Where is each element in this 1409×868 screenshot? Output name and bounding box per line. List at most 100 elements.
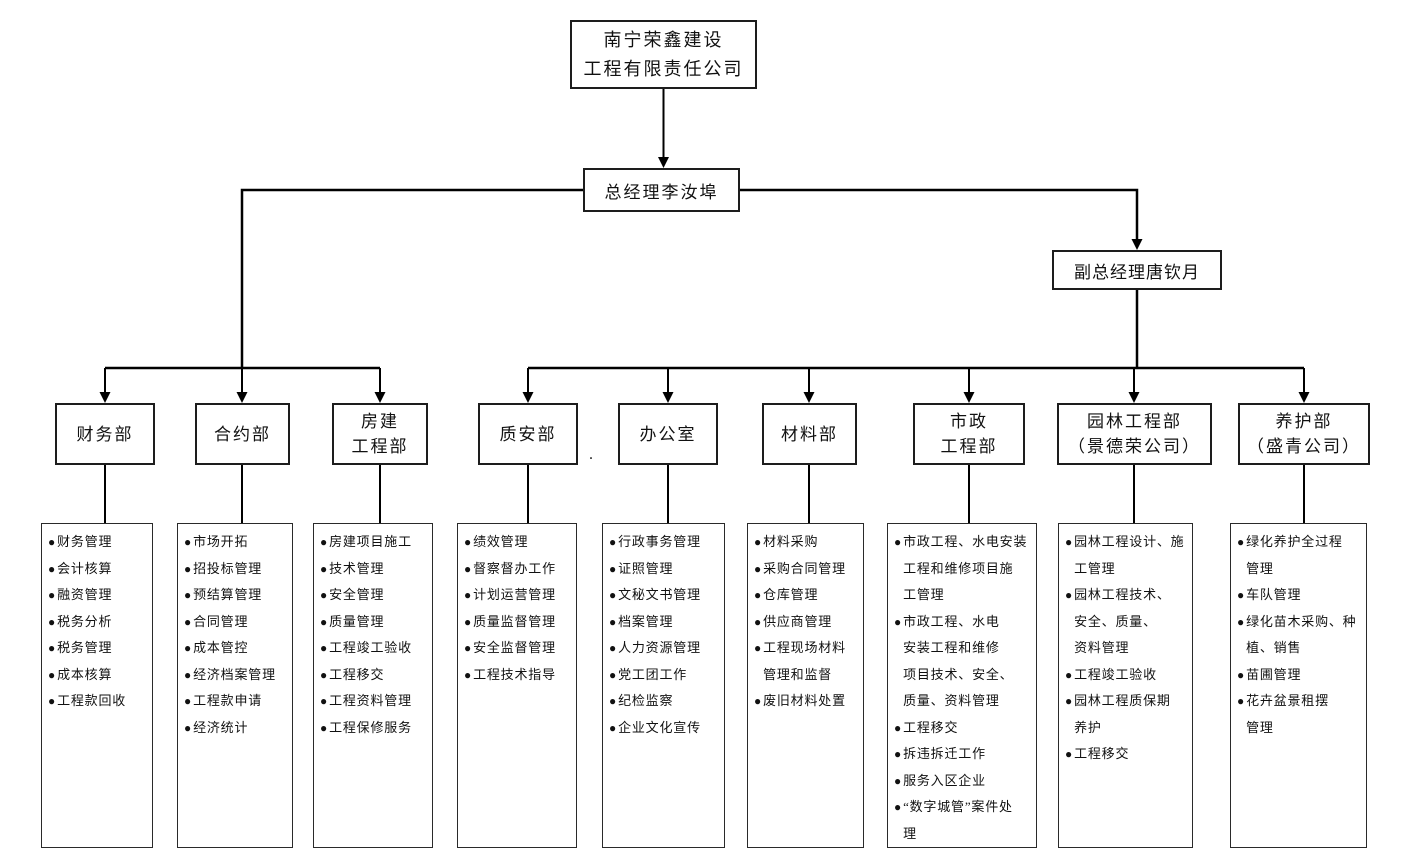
- bullet-icon: ●: [1065, 535, 1074, 549]
- bullet-icon: ●: [609, 667, 618, 682]
- bullet-icon: ●: [464, 535, 473, 549]
- duty-item: ●税务分析: [48, 609, 150, 636]
- bullet-icon: ●: [184, 667, 193, 682]
- bullet-icon: ●: [184, 720, 193, 735]
- bullet-icon: ●: [1065, 588, 1074, 602]
- bullet-icon: ●: [754, 535, 763, 549]
- duty-text: 工程竣工验收: [329, 640, 412, 655]
- duty-text: 安全管理: [329, 587, 385, 602]
- duty-item: ●财务管理: [48, 529, 150, 556]
- bullet-icon: ●: [1237, 588, 1246, 602]
- duty-item: ●供应商管理: [754, 609, 861, 636]
- duty-item: ●招投标管理: [184, 556, 290, 583]
- stray-period-mark: .: [589, 446, 593, 463]
- duty-text: 绿化养护全过程 管理: [1246, 534, 1343, 576]
- dept-duties-box-2: ●市场开拓●招投标管理●预结算管理●合同管理●成本管控●经济档案管理●工程款申请…: [177, 523, 293, 848]
- duty-item: ●车队管理: [1237, 582, 1364, 609]
- bullet-icon: ●: [320, 720, 329, 735]
- bullet-icon: ●: [48, 588, 57, 602]
- duty-text: 质量管理: [329, 613, 385, 629]
- duty-item: ●市政工程、水电 安装工程和维修 项目技术、安全、 质量、资料管理: [894, 609, 1034, 715]
- duty-item: ●工程现场材料 管理和监督: [754, 635, 861, 688]
- duty-item: ●绿化养护全过程 管理: [1237, 529, 1364, 582]
- duty-text: 质量监督管理: [473, 613, 556, 629]
- duty-text: 融资管理: [57, 587, 113, 602]
- bullet-icon: ●: [464, 667, 473, 682]
- bullet-icon: ●: [1065, 694, 1074, 708]
- duty-text: 督察督办工作: [473, 560, 556, 576]
- duty-text: 废旧材料处置: [763, 693, 846, 708]
- duty-text: 成本管控: [193, 640, 249, 655]
- duty-item: ●安全监督管理: [464, 635, 574, 662]
- bullet-icon: ●: [184, 535, 193, 549]
- duty-item: ●工程竣工验收: [1065, 662, 1190, 689]
- dept-box-2: 合约部: [195, 403, 290, 465]
- dept-duties-box-3: ●房建项目施工●技术管理●安全管理●质量管理●工程竣工验收●工程移交●工程资料管…: [313, 523, 433, 848]
- bullet-icon: ●: [1237, 535, 1246, 549]
- duty-item: ●成本核算: [48, 662, 150, 689]
- general-manager-box: 总经理李汝埠: [583, 168, 740, 212]
- bullet-icon: ●: [48, 535, 57, 549]
- dept-duties-box-4: ●绩效管理●督察督办工作●计划运营管理●质量监督管理●安全监督管理●工程技术指导: [457, 523, 577, 848]
- dept-name: 园林工程部 （景德荣公司）: [1068, 412, 1201, 456]
- duty-item: ●采购合同管理: [754, 556, 861, 583]
- duty-text: 证照管理: [618, 560, 674, 576]
- dept-name: 质安部: [499, 424, 557, 444]
- duty-text: 招投标管理: [193, 560, 263, 576]
- bullet-icon: ●: [320, 588, 329, 602]
- duty-item: ●党工团工作: [609, 662, 722, 689]
- duty-item: ●人力资源管理: [609, 635, 722, 662]
- deputy-general-manager-name: 副总经理唐钦月: [1074, 262, 1200, 282]
- duty-text: 服务入区企业: [903, 772, 986, 788]
- duty-text: 花卉盆景租摆 管理: [1246, 693, 1329, 735]
- company-name: 南宁荣鑫建设 工程有限责任公司: [583, 29, 744, 79]
- duty-text: 工程款申请: [193, 693, 263, 708]
- duty-item: ●合同管理: [184, 609, 290, 636]
- bullet-icon: ●: [48, 641, 57, 655]
- duty-item: ●工程资料管理: [320, 688, 430, 715]
- duty-item: ●园林工程质保期 养护: [1065, 688, 1190, 741]
- duty-item: ●行政事务管理: [609, 529, 722, 556]
- bullet-icon: ●: [184, 561, 193, 576]
- bullet-icon: ●: [464, 588, 473, 602]
- dept-name: 养护部 （盛青公司）: [1247, 412, 1361, 456]
- dept-duties-box-8: ●园林工程设计、施 工管理●园林工程技术、 安全、质量、 资料管理●工程竣工验收…: [1058, 523, 1193, 848]
- duty-text: 经济档案管理: [193, 666, 276, 682]
- bullet-icon: ●: [1065, 747, 1074, 761]
- duty-item: ●成本管控: [184, 635, 290, 662]
- bullet-icon: ●: [48, 694, 57, 708]
- duty-item: ●市政工程、水电安装 工程和维修项目施 工管理: [894, 529, 1034, 609]
- duty-text: 工程款回收: [57, 693, 127, 708]
- duty-text: 计划运营管理: [473, 587, 556, 602]
- duty-item: ●绿化苗木采购、种 植、销售: [1237, 609, 1364, 662]
- dept-name: 合约部: [214, 424, 271, 444]
- company-box: 南宁荣鑫建设 工程有限责任公司: [570, 20, 757, 89]
- duty-item: ●绩效管理: [464, 529, 574, 556]
- duty-item: ●废旧材料处置: [754, 688, 861, 715]
- duty-item: ●安全管理: [320, 582, 430, 609]
- duty-item: ●纪检监察: [609, 688, 722, 715]
- duty-item: ●工程移交: [320, 662, 430, 689]
- bullet-icon: ●: [609, 588, 618, 602]
- bullet-icon: ●: [609, 641, 618, 655]
- bullet-icon: ●: [609, 561, 618, 576]
- duty-text: 工程移交: [1074, 746, 1130, 761]
- duty-item: ●预结算管理: [184, 582, 290, 609]
- duty-text: 文秘文书管理: [618, 587, 701, 602]
- duty-text: 园林工程质保期 养护: [1074, 693, 1171, 735]
- duty-text: 税务管理: [57, 640, 113, 655]
- duty-item: ●房建项目施工: [320, 529, 430, 556]
- duty-item: ●融资管理: [48, 582, 150, 609]
- duty-text: 技术管理: [329, 560, 385, 576]
- bullet-icon: ●: [894, 535, 903, 549]
- bullet-icon: ●: [184, 694, 193, 708]
- duty-text: 安全监督管理: [473, 640, 556, 655]
- duty-text: 人力资源管理: [618, 640, 701, 655]
- duty-text: 工程移交: [903, 719, 959, 735]
- duty-text: 绿化苗木采购、种 植、销售: [1246, 613, 1357, 656]
- bullet-icon: ●: [609, 535, 618, 549]
- duty-item: ●工程款申请: [184, 688, 290, 715]
- duty-item: ●市场开拓: [184, 529, 290, 556]
